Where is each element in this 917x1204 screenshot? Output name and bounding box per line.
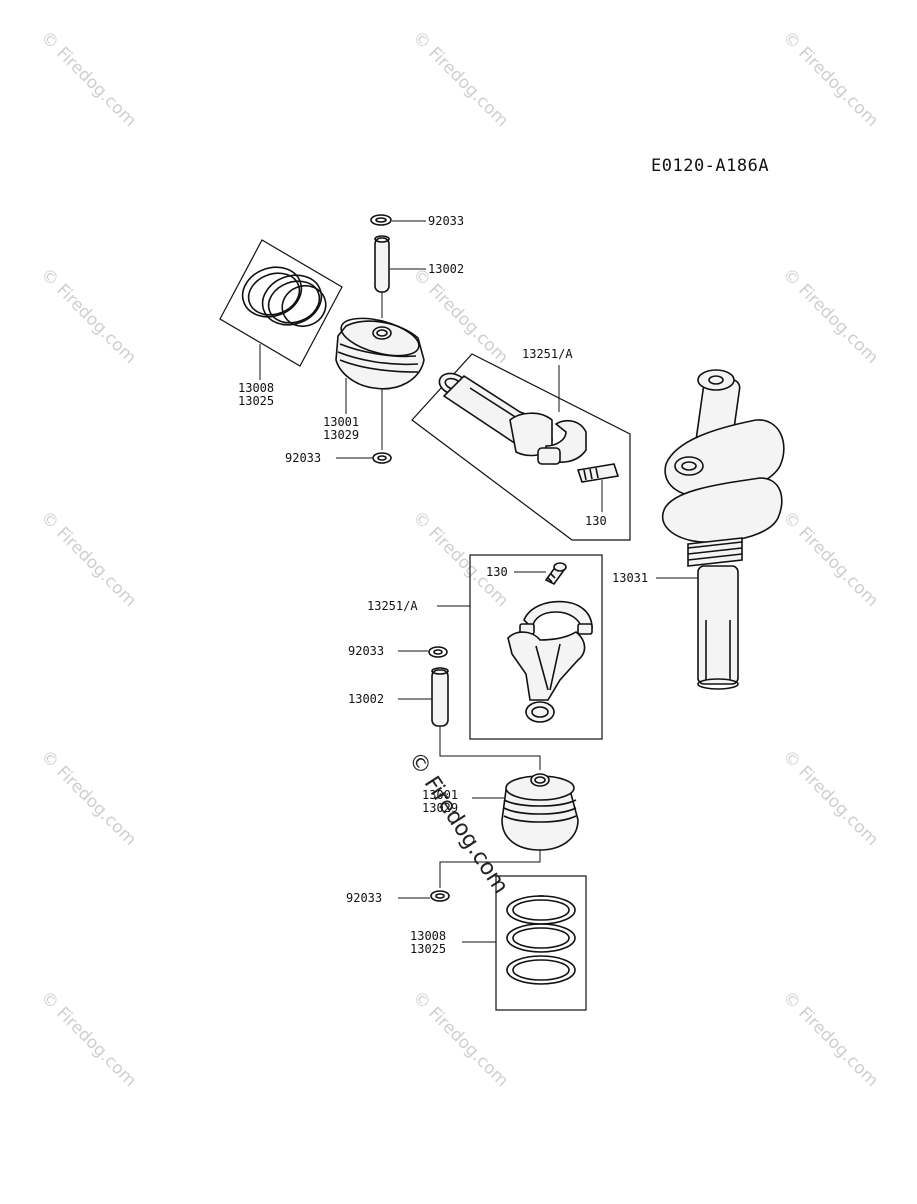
callout-lower-pin: 13002	[348, 692, 384, 706]
watermark-text: © Firedog.com	[36, 987, 140, 1091]
callout-lower-bolt: 130	[486, 565, 508, 579]
lower-rings-part	[506, 895, 576, 985]
callout-lower-piston-b: 13029	[422, 801, 458, 815]
lower-clip-top-part	[428, 646, 448, 658]
upper-rings-part	[241, 266, 327, 328]
callout-upper-bolt: 130	[585, 514, 607, 528]
callout-lower-clip-top: 92033	[348, 644, 384, 658]
crankshaft-part	[661, 369, 785, 690]
callout-upper-rings-b: 13025	[238, 394, 274, 408]
watermark-text: © Firedog.com	[778, 507, 882, 611]
watermark-text: © Firedog.com	[36, 264, 140, 368]
watermark-text: © Firedog.com	[408, 27, 512, 131]
callout-lower-rings-b: 13025	[410, 942, 446, 956]
watermark-text: © Firedog.com	[408, 264, 512, 368]
callout-upper-conrod: 13251/A	[522, 347, 573, 361]
lower-clip-bottom-part	[430, 890, 450, 902]
upper-conrod-part	[438, 372, 620, 483]
upper-piston-part	[335, 317, 425, 390]
lower-conrod-frame	[469, 554, 603, 740]
watermark-text: © Firedog.com	[778, 987, 882, 1091]
callout-lower-piston-a: 13001	[422, 788, 458, 802]
callout-upper-clip-bottom: 92033	[285, 451, 321, 465]
watermark-text: © Firedog.com	[36, 746, 140, 850]
watermark-text: © Firedog.com	[778, 27, 882, 131]
watermark-text: © Firedog.com	[778, 264, 882, 368]
lower-conrod-part	[507, 600, 593, 723]
callout-upper-pin: 13002	[428, 262, 464, 276]
leader-line	[439, 726, 541, 770]
upper-clip-bottom-part	[372, 452, 392, 464]
callout-lower-conrod: 13251/A	[367, 599, 418, 613]
upper-conrod-frame	[411, 353, 631, 541]
callout-upper-piston-a: 13001	[323, 415, 359, 429]
watermark-text: © Firedog.com	[408, 507, 512, 611]
diagram-code: E0120-A186A	[651, 156, 769, 176]
watermark-tiles: © Firedog.com © Firedog.com © Firedog.co…	[36, 27, 882, 1091]
callout-upper-clip-top: 92033	[428, 214, 464, 228]
watermark-text: © Firedog.com	[778, 746, 882, 850]
upper-clip-top-part	[370, 214, 392, 226]
lower-bolt-part	[544, 562, 567, 586]
lower-pin-part	[431, 667, 449, 727]
callout-lower-rings-a: 13008	[410, 929, 446, 943]
callout-upper-rings-a: 13008	[238, 381, 274, 395]
watermark-text: © Firedog.com	[36, 27, 140, 131]
watermark-text: © Firedog.com	[36, 507, 140, 611]
upper-rings-frame	[219, 239, 343, 367]
callout-lower-clip-bottom: 92033	[346, 891, 382, 905]
lower-rings-frame	[495, 875, 587, 1011]
callout-upper-piston-b: 13029	[323, 428, 359, 442]
leader-line	[439, 850, 541, 888]
lower-piston-part	[501, 773, 579, 851]
callout-crankshaft: 13031	[612, 571, 648, 585]
upper-pin-part	[374, 235, 390, 293]
